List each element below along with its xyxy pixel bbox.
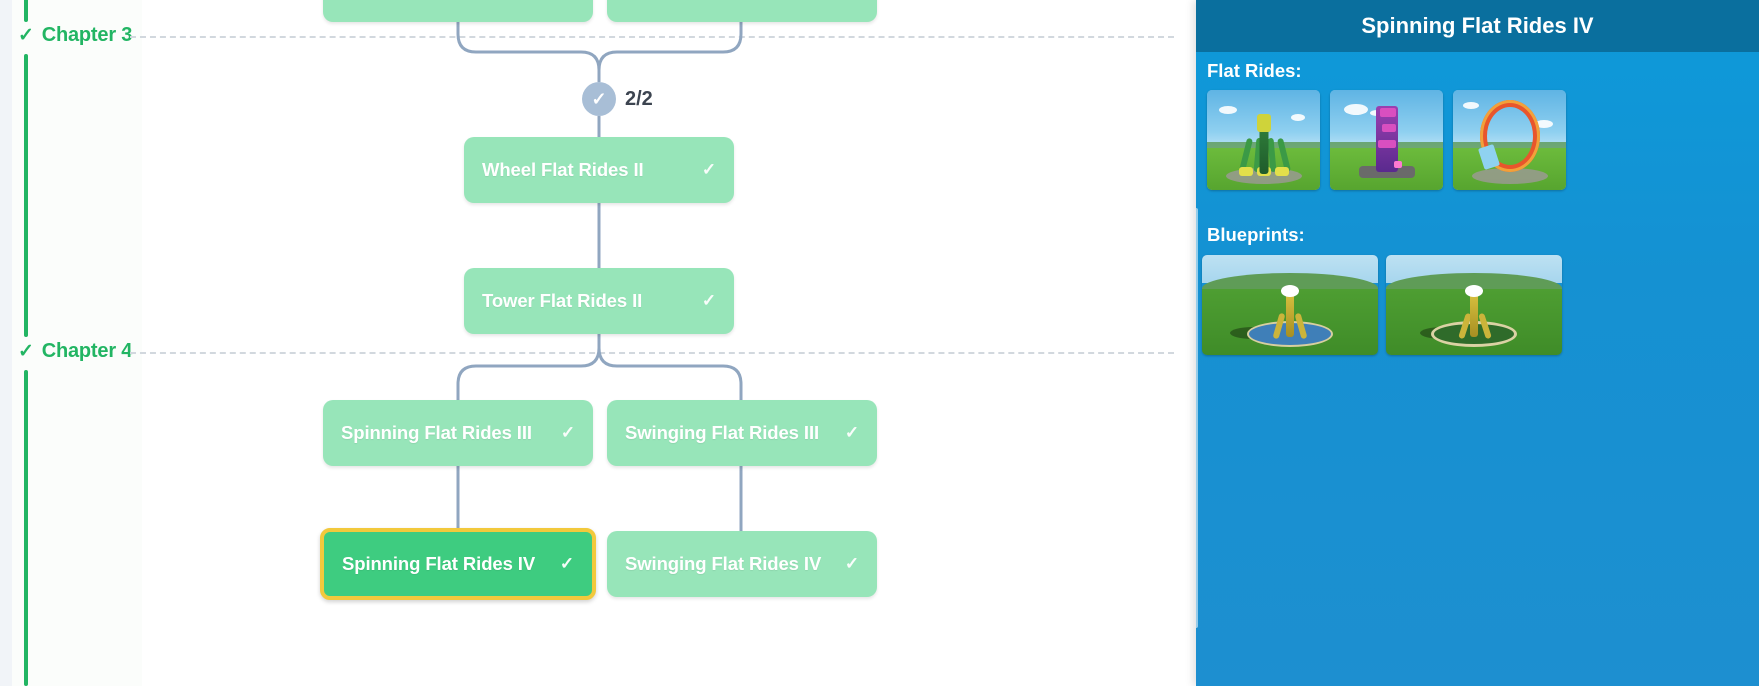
progress-check-icon: ✓ xyxy=(582,82,616,116)
node-wheel-flat-rides-2-label: Wheel Flat Rides II xyxy=(482,159,644,180)
node-tower-flat-rides-2-label: Tower Flat Rides II xyxy=(482,290,643,311)
chapter-progress-badge[interactable]: ✓ 2/2 xyxy=(582,82,653,116)
node-wheel-flat-rides-2-check-icon: ✓ xyxy=(701,160,716,179)
node-spinning-flat-rides-3-check-icon: ✓ xyxy=(560,423,575,442)
blueprint-cap xyxy=(1281,285,1299,297)
chapter-3-label-text: Chapter 3 xyxy=(41,24,133,46)
node-swinging-flat-rides-4-label: Swinging Flat Rides IV xyxy=(625,553,822,574)
ride-base-pad xyxy=(1358,166,1415,178)
chapter-4-label-text: Chapter 4 xyxy=(41,340,133,362)
node-spinning-flat-rides-4-label: Spinning Flat Rides IV xyxy=(342,553,536,574)
progress-count: 2/2 xyxy=(625,87,653,110)
node-spinning-flat-rides-3-label: Spinning Flat Rides III xyxy=(341,422,532,443)
node-wheel-flat-rides-2[interactable]: Wheel Flat Rides II ✓ xyxy=(464,137,734,203)
chapter-4-check-icon: ✓ xyxy=(18,341,34,362)
ride-tower xyxy=(1259,126,1268,174)
panel-scrollbar[interactable] xyxy=(1196,208,1198,628)
ride-top xyxy=(1256,114,1271,132)
node-swinging-flat-rides-3[interactable]: Swinging Flat Rides III ✓ xyxy=(607,400,877,466)
chapter-3-bar xyxy=(24,54,28,337)
ride-base-pad xyxy=(1471,168,1548,184)
chapter-label-4[interactable]: ✓ Chapter 4 xyxy=(18,340,132,363)
node-top-left[interactable] xyxy=(323,0,593,22)
chapter-4-bar xyxy=(24,370,28,686)
blueprint-mast xyxy=(1286,293,1294,337)
skill-tree-canvas[interactable]: ✓ 2/2 Wheel Flat Rides II ✓ Tower Flat R… xyxy=(142,0,1186,686)
node-swinging-flat-rides-4[interactable]: Swinging Flat Rides IV ✓ xyxy=(607,531,877,597)
info-panel-title: Spinning Flat Rides IV xyxy=(1361,13,1594,38)
node-swinging-flat-rides-3-check-icon: ✓ xyxy=(844,423,859,442)
green-spinning-ride-thumbnail[interactable] xyxy=(1207,90,1320,190)
node-swinging-flat-rides-3-label: Swinging Flat Rides III xyxy=(625,422,820,443)
blueprints-thumbnail-row xyxy=(1202,255,1562,355)
blueprint-mast xyxy=(1470,293,1478,337)
cloud-icon xyxy=(1535,120,1553,128)
section-title-blueprints: Blueprints: xyxy=(1207,224,1305,245)
ride-detail xyxy=(1382,124,1396,132)
chapter-3-check-icon: ✓ xyxy=(18,25,34,46)
ride-detail xyxy=(1378,140,1396,148)
section-title-flat-rides: Flat Rides: xyxy=(1207,60,1302,81)
blueprint-cap xyxy=(1465,285,1483,297)
blue-base-blueprint-thumbnail[interactable] xyxy=(1202,255,1378,355)
chapter-gutter xyxy=(12,0,142,686)
node-swinging-flat-rides-4-check-icon: ✓ xyxy=(844,554,859,573)
ride-detail xyxy=(1380,108,1396,117)
node-tower-flat-rides-2-check-icon: ✓ xyxy=(701,291,716,310)
left-rail xyxy=(0,0,12,686)
flat-rides-thumbnail-row xyxy=(1207,90,1566,190)
chapter-label-3[interactable]: ✓ Chapter 3 xyxy=(18,24,132,47)
node-top-right[interactable] xyxy=(607,0,877,22)
info-panel-header: Spinning Flat Rides IV xyxy=(1196,0,1759,52)
ride-tower xyxy=(1375,106,1398,172)
ride-detail xyxy=(1394,161,1402,168)
purple-tower-ride-thumbnail[interactable] xyxy=(1330,90,1443,190)
node-spinning-flat-rides-3[interactable]: Spinning Flat Rides III ✓ xyxy=(323,400,593,466)
node-tower-flat-rides-2[interactable]: Tower Flat Rides II ✓ xyxy=(464,268,734,334)
node-spinning-flat-rides-4[interactable]: Spinning Flat Rides IV ✓ xyxy=(320,528,596,600)
orange-loop-ride-thumbnail[interactable] xyxy=(1453,90,1566,190)
info-panel: Spinning Flat Rides IV Flat Rides: xyxy=(1196,0,1759,686)
cloud-icon xyxy=(1219,106,1237,114)
green-base-blueprint-thumbnail[interactable] xyxy=(1386,255,1562,355)
chapter-3-bar-above xyxy=(24,0,28,22)
cloud-icon xyxy=(1344,104,1368,115)
ride-loop-track-inner xyxy=(1479,100,1540,172)
node-spinning-flat-rides-4-check-icon: ✓ xyxy=(559,554,574,573)
cloud-icon xyxy=(1291,114,1305,121)
ride-seat xyxy=(1239,167,1253,176)
cloud-icon xyxy=(1463,102,1479,109)
ride-seat xyxy=(1275,167,1289,176)
